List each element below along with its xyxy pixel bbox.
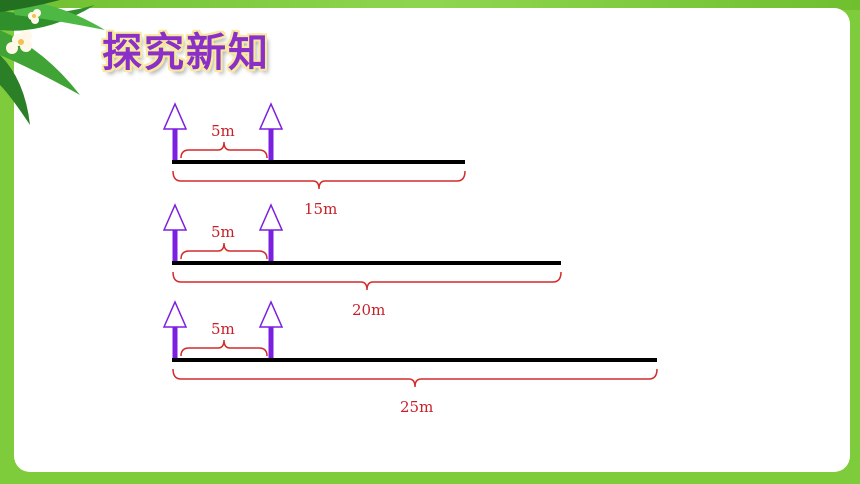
total-brace <box>172 170 466 190</box>
interval-brace <box>180 141 268 159</box>
arrow-head-start <box>162 300 188 328</box>
arrow-head-next <box>258 203 284 231</box>
interval-brace <box>180 242 268 260</box>
leaf-icon <box>0 0 105 125</box>
palm-leaves-decoration <box>0 0 105 125</box>
interval-label: 5m <box>211 320 235 338</box>
total-label: 15m <box>304 200 337 218</box>
interval-label: 5m <box>211 223 235 241</box>
arrow-head-next <box>258 102 284 130</box>
diagram-row: 5m 20m <box>162 203 562 319</box>
arrow-head-start <box>162 102 188 130</box>
arrow-head-start <box>162 203 188 231</box>
page-title: 探究新知 <box>102 30 270 76</box>
interval-label: 5m <box>211 122 235 140</box>
slide-card <box>14 8 850 472</box>
total-brace <box>172 368 658 388</box>
total-label: 25m <box>400 398 433 416</box>
total-label: 20m <box>352 301 385 319</box>
diagram-row: 5m 15m <box>162 102 466 218</box>
diagram-row: 5m 25m <box>162 300 658 416</box>
arrow-head-next <box>258 300 284 328</box>
flower-icon <box>6 9 41 54</box>
frame-top-stripe <box>0 0 860 10</box>
total-brace <box>172 271 562 291</box>
interval-brace <box>180 339 268 357</box>
